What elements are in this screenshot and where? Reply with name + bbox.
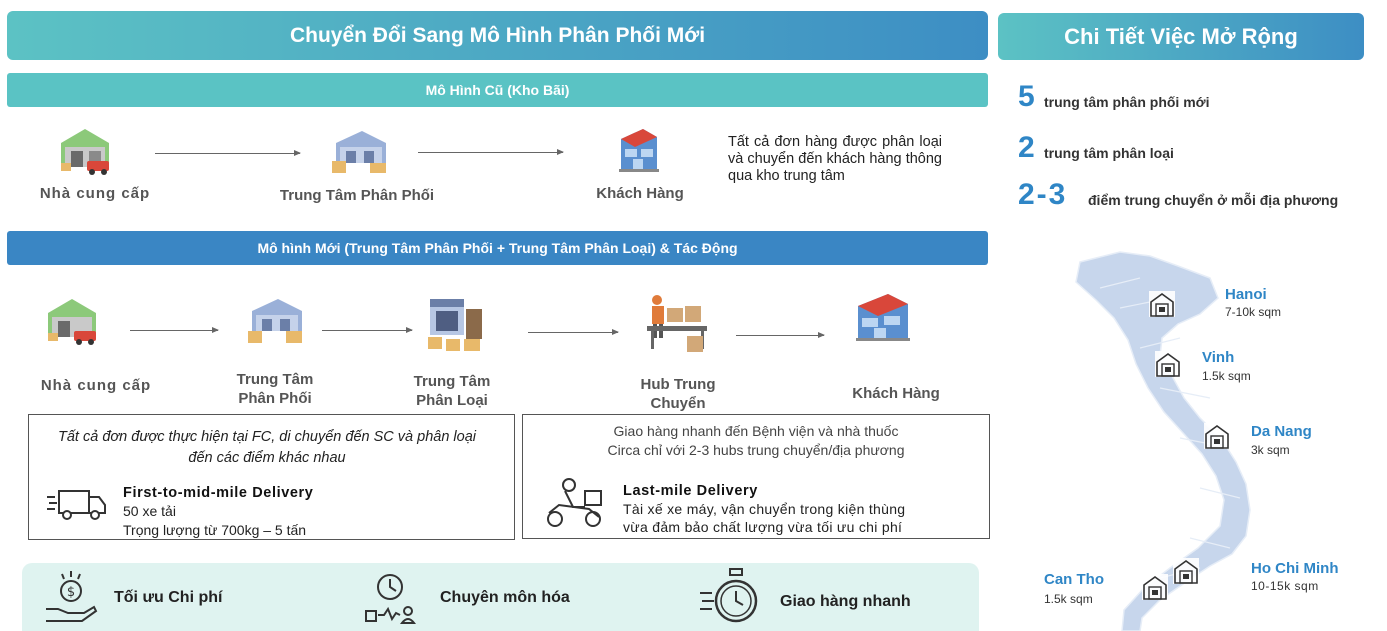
customer-pharmacy-icon-2	[856, 294, 910, 341]
last-mile-intro-1: Giao hàng nhanh đến Bệnh viện và nhà thu…	[613, 423, 899, 439]
last-mile-line1: Tài xế xe máy, vận chuyển trong kiện thù…	[623, 501, 906, 517]
hanoi-warehouse-icon	[1149, 291, 1175, 317]
svg-text:$: $	[67, 585, 75, 600]
right-header-title: Chi Tiết Việc Mở Rộng	[1064, 23, 1298, 49]
old-arrow-1	[155, 150, 301, 156]
first-mile-title: First-to-mid-mile Delivery	[123, 485, 314, 501]
stat-num-dc: 5	[1018, 80, 1035, 113]
hub-worker-icon	[647, 295, 707, 352]
first-mile-intro: Tất cả đơn được thực hiện tại FC, di chu…	[58, 429, 476, 466]
city-vinh-name: Vinh	[1202, 349, 1235, 366]
supplier-warehouse-icon-2	[48, 299, 96, 345]
right-main-header: Chi Tiết Việc Mở Rộng	[998, 13, 1364, 60]
customer-pharmacy-icon	[619, 129, 659, 172]
benefit-specialization-label: Chuyên môn hóa	[440, 589, 570, 606]
last-mile-line2: vừa đảm bảo chất lượng vừa tối ưu chi ph…	[623, 519, 903, 535]
city-cantho-size: 1.5k sqm	[1044, 592, 1093, 606]
new-arrow-2	[322, 327, 413, 333]
last-mile-intro-2: Circa chỉ với 2-3 hubs trung chuyển/địa …	[607, 442, 905, 458]
new-model-header: Mô hình Mới (Trung Tâm Phân Phối + Trung…	[7, 231, 988, 265]
city-vinh-size: 1.5k sqm	[1202, 369, 1251, 383]
new-node-customer: Khách Hàng	[852, 385, 940, 402]
first-mile-box: Tất cả đơn được thực hiện tại FC, di chu…	[28, 414, 515, 540]
hochiminh-warehouse-icon	[1173, 558, 1199, 584]
vinh-warehouse-icon	[1155, 351, 1181, 377]
new-node-hub: Hub Trung Chuyển	[640, 376, 716, 412]
benefit-cost-label: Tối ưu Chi phí	[114, 589, 223, 606]
clock-process-icon	[365, 574, 417, 624]
new-arrow-3	[528, 329, 619, 335]
old-model-header: Mô Hình Cũ (Kho Bãi)	[7, 73, 988, 107]
distribution-center-icon	[332, 131, 386, 173]
new-node-distribution-center: Trung Tâm Phân Phối	[236, 371, 314, 407]
city-hochiminh-name: Ho Chi Minh	[1251, 560, 1339, 577]
stat-text-hub: điểm trung chuyển ở mỗi địa phương	[1088, 192, 1339, 208]
new-node-supplier: Nhà cung cấp	[40, 377, 152, 394]
benefits-strip: $ Tối ưu Chi phí Chuyên môn hóa Giao hàn…	[22, 563, 979, 631]
stat-num-sc: 2	[1018, 131, 1035, 164]
distribution-center-icon-2	[248, 299, 302, 343]
left-header-title: Chuyển Đổi Sang Mô Hình Phân Phối Mới	[289, 23, 706, 47]
new-node-sorting-center: Trung Tâm Phân Loại	[413, 373, 491, 409]
city-danang-name: Da Nang	[1251, 423, 1312, 440]
sorting-center-icon	[428, 299, 482, 351]
motorbike-icon	[547, 478, 602, 527]
city-hanoi-size: 7-10k sqm	[1225, 305, 1282, 319]
cost-hand-icon: $	[46, 571, 98, 622]
old-node-distribution-center: Trung Tâm Phân Phối	[279, 187, 435, 204]
new-model-title: Mô hình Mới (Trung Tâm Phân Phối + Trung…	[257, 240, 738, 256]
new-arrow-4	[736, 332, 825, 338]
old-arrow-2	[418, 149, 564, 155]
first-mile-line1: 50 xe tải	[123, 503, 176, 519]
old-model-description: Tất cả đơn hàng được phân loại và chuyển…	[728, 134, 942, 184]
last-mile-box: Giao hàng nhanh đến Bệnh viện và nhà thu…	[522, 414, 990, 539]
old-node-supplier: Nhà cung cấp	[39, 185, 151, 202]
stat-num-hub: 2-3	[1018, 178, 1068, 211]
city-cantho-name: Can Tho	[1044, 571, 1104, 588]
danang-warehouse-icon	[1204, 423, 1230, 449]
last-mile-title: Last-mile Delivery	[623, 483, 758, 499]
stat-text-dc: trung tâm phân phối mới	[1044, 94, 1210, 110]
supplier-warehouse-icon	[61, 129, 109, 175]
city-hanoi-name: Hanoi	[1225, 286, 1267, 303]
stat-text-sc: trung tâm phân loại	[1044, 145, 1174, 161]
first-mile-line2: Trọng lượng từ 700kg – 5 tấn	[123, 522, 307, 538]
old-model-title: Mô Hình Cũ (Kho Bãi)	[425, 82, 570, 98]
old-node-customer: Khách Hàng	[596, 185, 684, 202]
city-danang-size: 3k sqm	[1251, 443, 1290, 457]
cantho-warehouse-icon	[1142, 574, 1168, 600]
stopwatch-icon	[700, 568, 758, 623]
left-main-header: Chuyển Đổi Sang Mô Hình Phân Phối Mới	[7, 11, 988, 60]
truck-icon	[47, 490, 106, 520]
new-arrow-1	[130, 327, 219, 333]
benefit-fast-delivery-label: Giao hàng nhanh	[780, 593, 911, 610]
city-hochiminh-size: 10-15k sqm	[1251, 579, 1319, 593]
